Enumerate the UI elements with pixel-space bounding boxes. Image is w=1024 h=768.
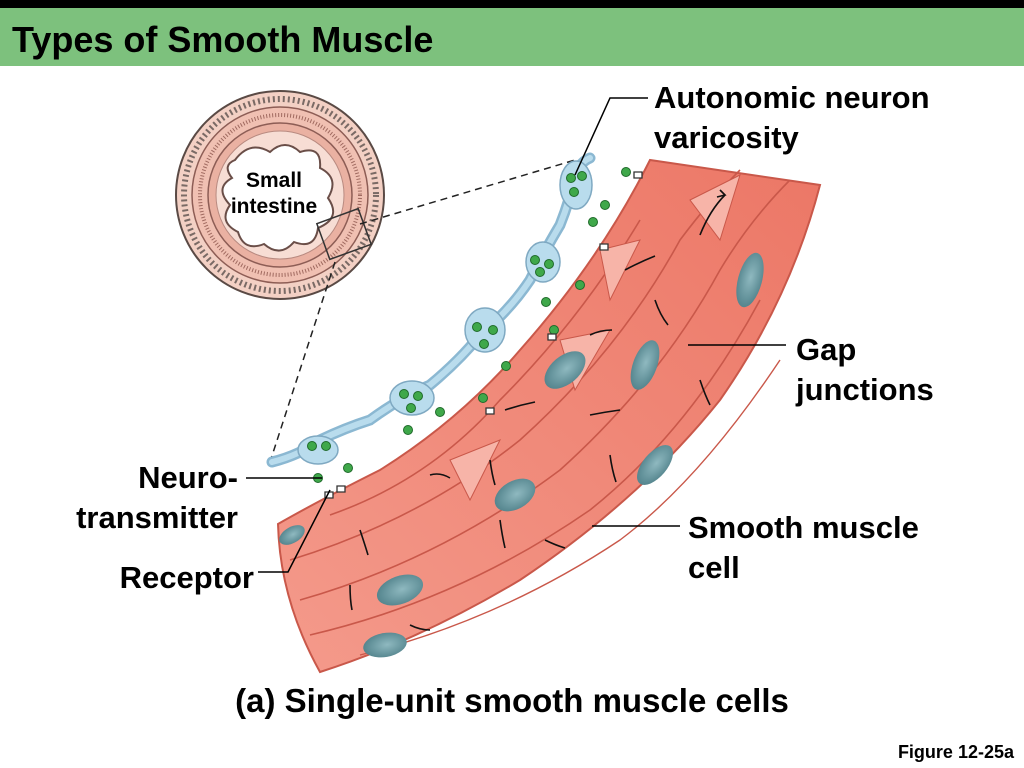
gap-junctions-label-line1: Gap xyxy=(796,332,857,367)
nucleus xyxy=(363,632,407,658)
receptor-label: Receptor xyxy=(119,560,254,595)
varicosity-label-line1: Autonomic neuron xyxy=(654,80,930,115)
nucleus xyxy=(630,340,660,390)
nucleus xyxy=(376,574,424,606)
receptors xyxy=(324,171,643,499)
varicosity-label-line2: varicosity xyxy=(654,120,799,155)
smooth-muscle-sheet xyxy=(276,158,822,674)
intestine-label: Small intestine xyxy=(214,168,334,220)
smooth-muscle-cell-label-line2: cell xyxy=(688,550,740,585)
smooth-muscle-diagram xyxy=(175,90,822,674)
title-bar: Types of Smooth Muscle xyxy=(0,8,1024,66)
gap-junctions-label-line2: junctions xyxy=(796,372,934,407)
nucleus xyxy=(637,445,673,485)
small-intestine-cross-section xyxy=(175,90,385,300)
intestine-label-line1: Small xyxy=(245,169,303,192)
intestine-label-line2: intestine xyxy=(230,195,318,218)
neurotransmitter-vesicles xyxy=(307,167,631,483)
neurotransmitter-label: Neuro- transmitter xyxy=(40,458,238,538)
leader-lines xyxy=(246,97,786,573)
neurotransmitter-label-line2: transmitter xyxy=(76,500,238,535)
gap-junction-arrows xyxy=(349,189,727,631)
inset-box xyxy=(315,207,373,261)
top-border xyxy=(0,0,1024,8)
smooth-muscle-cell-label: Smooth muscle cell xyxy=(688,508,919,588)
varicosity-label: Autonomic neuron varicosity xyxy=(654,78,930,158)
nucleus xyxy=(544,351,586,389)
nucleus xyxy=(279,525,305,545)
gap-junctions-label: Gap junctions xyxy=(796,330,934,410)
figure-reference: Figure 12-25a xyxy=(897,742,1014,762)
nucleus xyxy=(736,252,764,308)
figure-caption: (a) Single-unit smooth muscle cells xyxy=(235,682,789,719)
slide-title: Types of Smooth Muscle xyxy=(12,19,434,60)
smooth-muscle-cell-label-line1: Smooth muscle xyxy=(688,510,919,545)
neurotransmitter-label-line1: Neuro- xyxy=(138,460,238,495)
zoom-line-top xyxy=(359,159,576,225)
nucleus xyxy=(494,478,536,512)
